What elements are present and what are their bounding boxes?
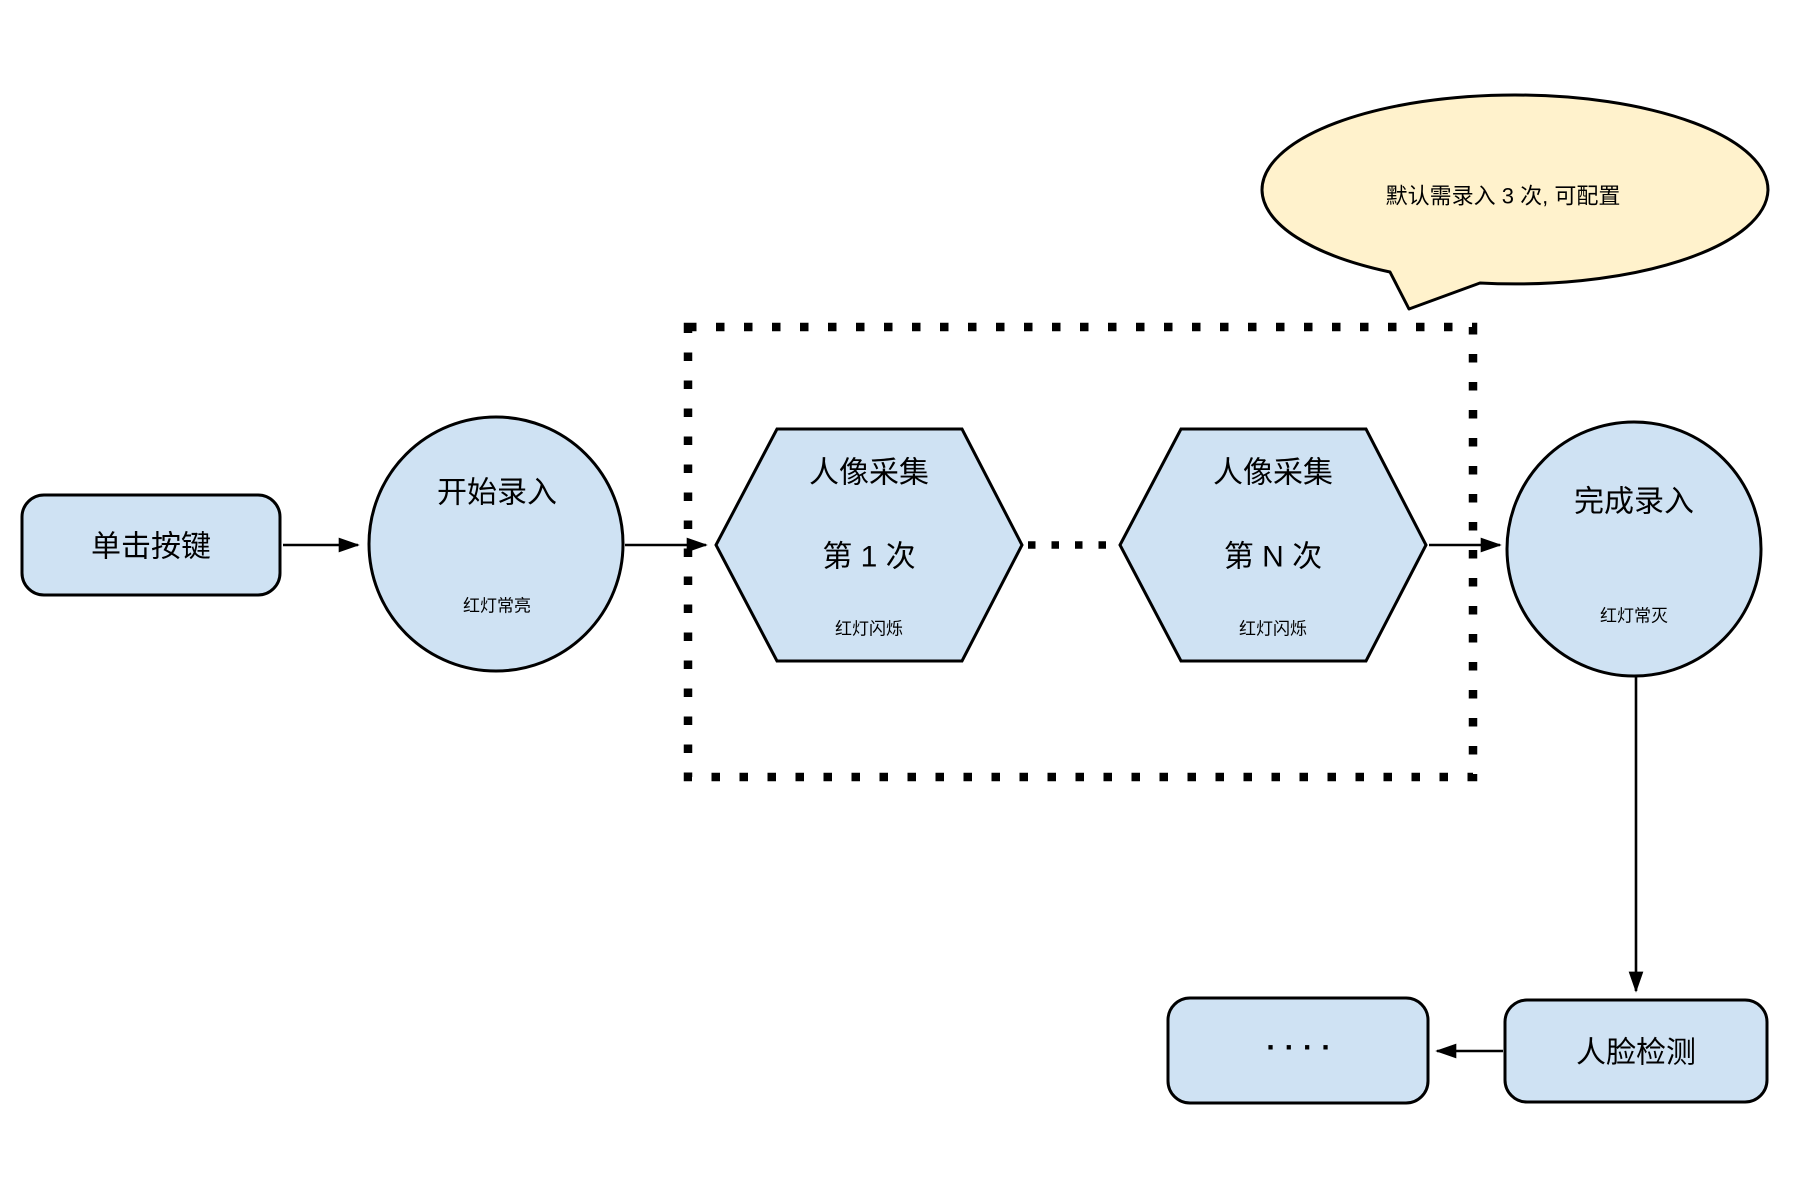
node-capture-first: 人像采集 第 1 次 红灯闪烁: [714, 427, 1024, 663]
face-detect-label: 人脸检测: [1576, 1037, 1696, 1070]
start-enroll-shape: [367, 415, 625, 673]
finish-enroll-shape: [1505, 420, 1763, 678]
finish-enroll-status: 红灯常灭: [1600, 607, 1668, 626]
capture-first-subtitle: 第 1 次: [822, 541, 915, 574]
capture-nth-title: 人像采集: [1213, 457, 1333, 490]
start-enroll-status: 红灯常亮: [463, 597, 531, 616]
capture-first-title: 人像采集: [809, 457, 929, 490]
capture-nth-status: 红灯闪烁: [1239, 620, 1307, 639]
node-start-enroll: 开始录入 红灯常亮: [367, 415, 625, 673]
capture-nth-subtitle: 第 N 次: [1224, 541, 1322, 574]
callout-text: 默认需录入 3 次, 可配置: [1386, 184, 1621, 209]
start-enroll-label: 开始录入: [437, 477, 557, 510]
click-button-shape: [20, 493, 282, 597]
click-button-label: 单击按键: [91, 531, 211, 564]
node-finish-enroll: 完成录入 红灯常灭: [1505, 420, 1763, 678]
capture-first-shape: [714, 427, 1024, 663]
callout-bubble: 默认需录入 3 次, 可配置: [1260, 93, 1770, 311]
node-capture-nth: 人像采集 第 N 次 红灯闪烁: [1118, 427, 1428, 663]
node-face-detect: 人脸检测: [1503, 998, 1769, 1104]
ellipsis-step-label: ....: [1266, 1024, 1339, 1057]
capture-first-status: 红灯闪烁: [835, 620, 903, 639]
node-click-button: 单击按键: [20, 493, 282, 597]
capture-nth-shape: [1118, 427, 1428, 663]
finish-enroll-label: 完成录入: [1574, 486, 1694, 519]
callout-bubble-shape: [1260, 93, 1770, 311]
ellipsis-step-shape: [1166, 996, 1430, 1105]
face-detect-shape: [1503, 998, 1769, 1104]
node-ellipsis-step: ....: [1166, 996, 1430, 1105]
